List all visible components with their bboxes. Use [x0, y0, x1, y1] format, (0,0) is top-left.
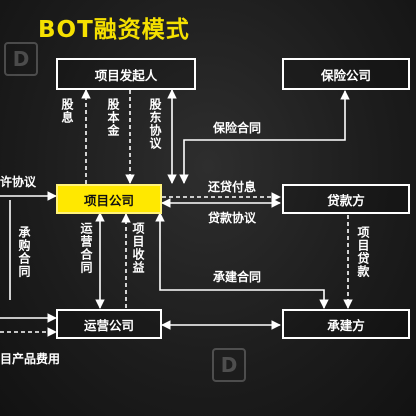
project-loan-label: 项目贷款 — [356, 226, 370, 278]
loan-agreement-label: 贷款协议 — [208, 211, 257, 225]
svg-text:D: D — [221, 353, 238, 377]
construction-contract-label: 承建合同 — [213, 270, 262, 284]
insurance-contract-label: 保险合同 — [213, 121, 262, 135]
permit-agreement-label: 许协议 — [0, 175, 37, 189]
operation-contract-label: 运营合同 — [79, 222, 93, 274]
purchase-contract-label: 承购合同 — [17, 226, 31, 278]
repayment-label: 还贷付息 — [208, 180, 257, 194]
construction-contract-line — [155, 212, 329, 309]
product-fee-label: 目产品费用 — [0, 352, 61, 366]
dividend-label: 股息 — [60, 98, 74, 124]
shareholder-agreement-label: 股东协议 — [148, 98, 162, 150]
project-initiator-box: 项目发起人 — [56, 58, 196, 90]
d-logo-watermark-icon: D — [212, 348, 246, 382]
project-company-box: 项目公司 — [56, 184, 162, 214]
operating-company-box: 运营公司 — [56, 309, 162, 339]
d-logo-watermark-icon: D — [4, 42, 38, 76]
svg-text:D: D — [13, 47, 30, 71]
lender-box: 贷款方 — [282, 184, 410, 214]
contractor-box: 承建方 — [282, 309, 410, 339]
equity-label: 股本金 — [106, 98, 120, 137]
insurance-contract-line — [179, 90, 350, 184]
insurance-company-box: 保险公司 — [282, 58, 410, 90]
project-revenue-label: 项目收益 — [131, 222, 145, 274]
page-title: BOT融资模式 — [38, 17, 190, 43]
